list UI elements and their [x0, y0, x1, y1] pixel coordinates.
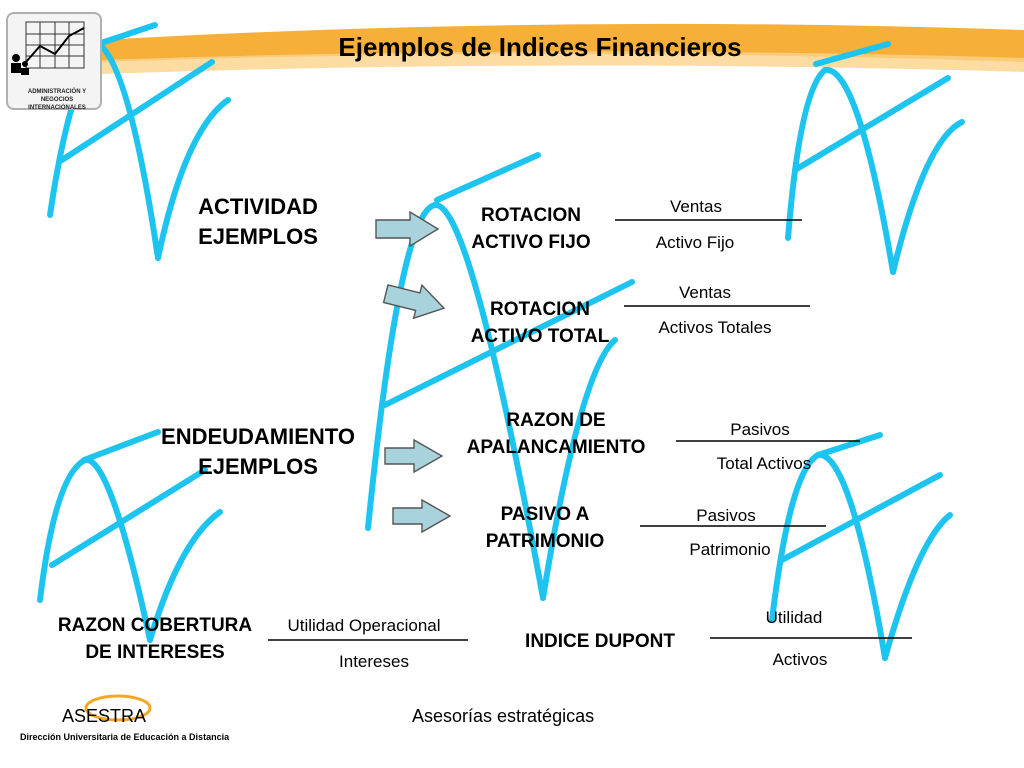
person-icon: [22, 61, 28, 67]
logo-label-line1: ADMINISTRACIÓN Y: [27, 89, 87, 95]
ratio-name-line2: APALANCAMIENTO: [466, 437, 646, 458]
ratio-numerator: Ventas: [679, 283, 731, 302]
slide-title: Ejemplos de Indices Financieros: [338, 32, 742, 62]
category-actividad-line1: ACTIVIDAD: [198, 194, 318, 219]
decor-stroke-bottom-right: [769, 432, 953, 661]
program-logo-label: ADMINISTRACIÓN Y NEGOCIOS INTERNACIONALE…: [12, 88, 102, 112]
decor-stroke-top-right: [785, 41, 965, 275]
ratio-numerator: Utilidad Operacional: [287, 616, 441, 635]
ratio-name-line1: ROTACION: [490, 299, 590, 320]
ratio-name-line2: ACTIVO TOTAL: [470, 326, 610, 347]
ratio-numerator: Pasivos: [696, 506, 756, 525]
ratio-name-pasivo-patrimonio: PASIVO A PATRIMONIO: [460, 501, 630, 555]
ratio-name-indice-dupont: INDICE DUPONT: [525, 631, 675, 652]
orange-swoosh-light: [100, 51, 1024, 74]
ratio-name-line1: RAZON DE: [506, 410, 606, 431]
ratio-denominator: Intereses: [339, 652, 409, 671]
ratio-denominator: Activos Totales: [658, 318, 772, 337]
category-actividad-line2: EJEMPLOS: [198, 224, 318, 249]
person-icon: [12, 54, 20, 62]
decor-stroke-center: [365, 152, 635, 601]
category-endeudamiento-line1: ENDEUDAMIENTO: [161, 424, 355, 449]
category-endeudamiento-line2: EJEMPLOS: [198, 454, 318, 479]
ratio-name-line2: ACTIVO FIJO: [471, 232, 591, 253]
ratio-name-line1: ROTACION: [481, 205, 581, 226]
ratio-name-line1: RAZON COBERTURA: [57, 615, 253, 636]
arrow-right-icon: [375, 210, 440, 248]
decor-stroke-bottom-left: [37, 429, 223, 643]
ratio-denominator: Total Activos: [716, 454, 812, 473]
category-actividad: ACTIVIDAD EJEMPLOS: [188, 192, 328, 252]
ratio-name-razon-apalancamiento: RAZON DE APALANCAMIENTO: [444, 407, 668, 461]
ratio-denominator: Activos: [772, 650, 828, 669]
category-endeudamiento: ENDEUDAMIENTO EJEMPLOS: [140, 422, 376, 482]
ratio-name-rotacion-activo-total: ROTACION ACTIVO TOTAL: [448, 296, 632, 350]
chart-grid-icon: [11, 21, 85, 75]
ratio-name-razon-cobertura: RAZON COBERTURA DE INTERESES: [30, 612, 280, 666]
arrow-right-icon: [384, 438, 444, 474]
ratio-numerator: Pasivos: [730, 420, 790, 439]
ratio-name-line2: PATRIMONIO: [485, 531, 605, 552]
ratio-denominator: Patrimonio: [689, 540, 771, 559]
footer-center-text: Asesorías estratégicas: [412, 706, 595, 726]
ratio-name-line1: PASIVO A: [500, 504, 590, 525]
ratio-numerator: Utilidad: [765, 608, 823, 627]
logo-label-line2: NEGOCIOS INTERNACIONALES: [28, 97, 86, 111]
footer-logo-text: ASESTRA: [62, 706, 147, 726]
asestra-logo-oval: [84, 694, 152, 722]
ratio-name-rotacion-activo-fijo: ROTACION ACTIVO FIJO: [448, 202, 614, 256]
ratio-denominator: Activo Fijo: [655, 233, 735, 252]
orange-swoosh: [100, 23, 1024, 62]
arrow-right-icon: [382, 283, 446, 320]
ratio-numerator: Ventas: [670, 197, 722, 216]
footer-logo-subtitle: Dirección Universitaria de Educación a D…: [20, 732, 230, 742]
arrow-right-icon: [392, 498, 452, 534]
program-logo: ADMINISTRACIÓN Y NEGOCIOS INTERNACIONALE…: [6, 12, 102, 112]
ratio-name-line2: DE INTERESES: [85, 642, 225, 663]
